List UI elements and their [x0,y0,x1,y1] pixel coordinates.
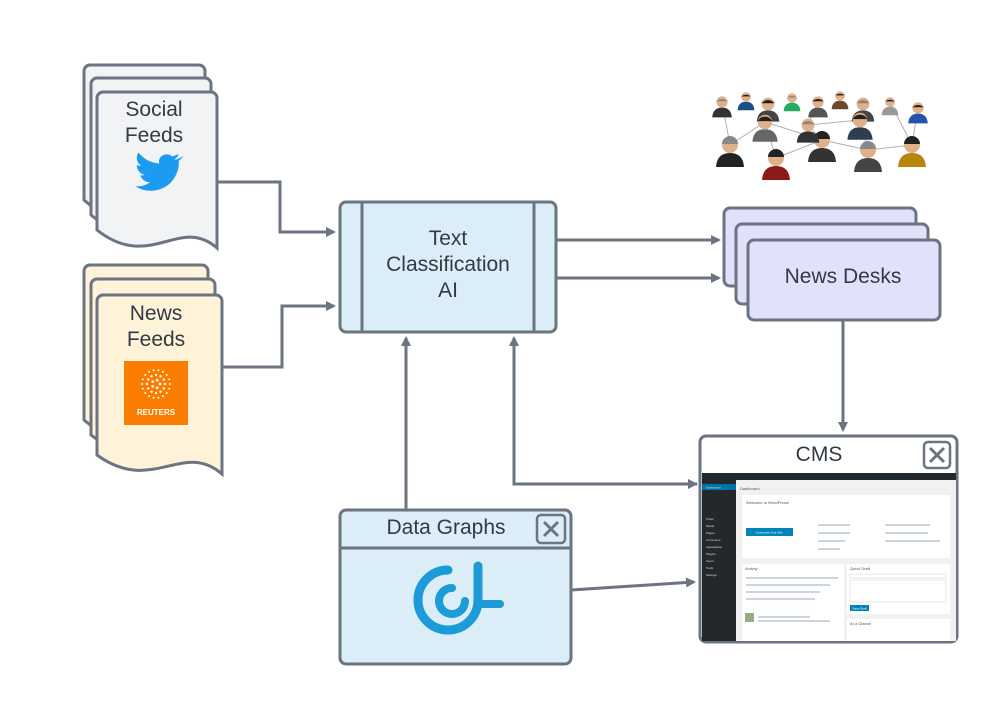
reuters-dot [151,384,155,388]
cms-screenshot: Dashboard Welcome to WordPress! Customiz… [702,473,956,641]
reuters-dot [154,391,158,395]
person-avatar [854,141,882,172]
cms-customize-button: Customize Your Site [755,531,782,535]
news-feeds-label-1: News [130,302,183,325]
person-avatar [716,136,744,167]
cms-welcome: Welcome to WordPress! [746,500,789,505]
cms-menu-item: Users [706,559,714,563]
reuters-dot [168,387,171,390]
person-avatar [762,149,790,180]
social-feeds-label-2: Feeds [125,124,183,147]
reuters-dot [141,378,144,381]
people-network-icon [712,91,928,180]
reuters-dot [144,374,147,377]
cms-menu-item: Posts [706,517,714,521]
reuters-dot [147,378,150,381]
connectors [217,180,848,592]
reuters-dot [152,396,155,399]
arrow-datagraphs-to-cms [570,577,696,592]
reuters-dot [155,378,159,382]
reuters-dot [152,369,155,372]
cms-menu-item: Settings [706,573,717,577]
cms-menu-item: Dashboard [706,486,721,490]
person-avatar [808,96,828,118]
reuters-logo-text: REUTERS [137,408,176,417]
reuters-dot [150,375,153,378]
close-icon [542,520,560,538]
cms-panel-quick-draft: Quick Draft [850,566,871,571]
social-feeds-node [82,63,219,252]
data-graphs-logo [413,561,504,635]
person-avatar [783,93,801,112]
person-avatar [737,92,755,111]
cms-menu-item: Media [706,524,715,528]
person-avatar [847,112,873,140]
person-avatar [808,131,836,162]
classifier-label-1: Text [429,227,468,250]
person-avatar [712,96,732,118]
close-icon [928,446,946,464]
reuters-dot [169,383,171,385]
reuters-dot [163,382,167,386]
arrow-cms-to-ai [509,336,697,486]
reuters-dot [162,387,165,390]
person-avatar [908,102,928,124]
reuters-logo: REUTERS [124,361,188,425]
cms-save-draft: Save Draft [852,607,866,611]
reuters-dot [162,395,164,398]
cms-title: CMS [796,443,843,466]
person-avatar [796,118,820,143]
reuters-dot [162,370,164,373]
text-classification-ai-node [338,200,558,334]
arrow-social-to-ai [217,180,336,237]
news-desks-label: News Desks [785,265,902,288]
reuters-dot [148,395,150,398]
cms-window: Dashboard Welcome to WordPress! Customiz… [698,434,959,644]
person-avatar [752,114,778,142]
reuters-dot [157,396,160,399]
reuters-dot [141,387,144,390]
classifier-label-3: AI [438,279,458,302]
reuters-dot [168,378,171,381]
cms-menu-item: Appearance [706,545,723,549]
reuters-dot [154,373,158,377]
arrow-news-to-ai [222,301,336,369]
reuters-dot [159,375,162,378]
news-feeds-label-2: Feeds [127,328,185,351]
reuters-dot [159,390,162,393]
reuters-dot [165,374,168,377]
reuters-dot [141,383,143,385]
cms-menu-item: Comments [706,538,721,542]
reuters-dot [151,380,155,384]
data-graphs-title: Data Graphs [386,516,505,539]
cms-page-title: Dashboard [740,486,760,491]
person-avatar [881,97,899,116]
reuters-dot [144,391,147,394]
reuters-dot [158,382,162,386]
reuters-dot [162,378,165,381]
data-graphs-node [338,508,573,666]
classifier-label-2: Classification [386,253,510,276]
reuters-dot [145,382,149,386]
person-avatar [898,136,926,167]
reuters-dot [150,390,153,393]
reuters-dot [148,370,150,373]
reuters-dot [147,387,150,390]
cms-panel-at-a-glance: At a Glance [850,621,872,626]
twitter-bird-icon [135,152,184,191]
social-feeds-label-1: Social [125,98,182,121]
reuters-dot [157,369,160,372]
news-desks-node [722,206,942,322]
cms-menu-item: Plugins [706,552,716,556]
reuters-dot [155,386,159,390]
person-avatar [831,91,849,110]
network-link [807,119,861,126]
cms-menu-item: Tools [706,566,714,570]
cms-panel-activity: Activity [745,566,758,571]
reuters-dot [165,391,168,394]
cms-menu-item: Pages [706,531,715,535]
